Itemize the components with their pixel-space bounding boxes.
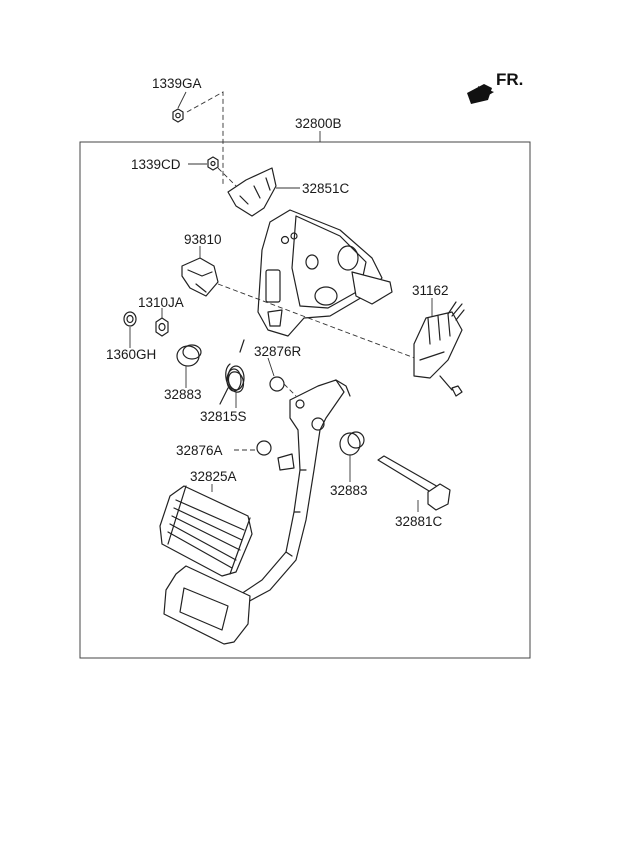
lower-pedal-plate-icon (163, 565, 251, 645)
label-1310ja: 1310JA (138, 295, 184, 310)
label-1339cd: 1339CD (131, 157, 181, 172)
pedal-pad-32825a-icon (159, 485, 253, 577)
bushing-32876a-icon (256, 440, 272, 456)
label-32883-right: 32883 (330, 483, 368, 498)
washer-1360gh-icon (123, 311, 137, 327)
bushing-32883-left-icon (176, 344, 202, 367)
return-spring-32815s-icon (219, 339, 245, 405)
label-32815s: 32815S (200, 409, 247, 424)
label-1339ga: 1339GA (152, 76, 202, 91)
dashed-line-32876r (283, 383, 297, 397)
leader-1339ga (177, 91, 187, 109)
label-32851c: 32851C (302, 181, 350, 196)
stop-lamp-switch-93810-icon (181, 257, 219, 297)
pedal-sensor-31162-icon (413, 301, 465, 397)
label-32881c: 32881C (395, 514, 443, 529)
pivot-bolt-32881c-icon (377, 455, 451, 511)
assembly-frame (79, 141, 531, 659)
label-32883-left: 32883 (164, 387, 202, 402)
nut-1339cd-icon (207, 156, 219, 171)
bushing-32876r-icon (269, 376, 285, 392)
label-32876r: 32876R (254, 344, 302, 359)
front-direction-arrow-icon (467, 84, 494, 104)
label-93810: 93810 (184, 232, 222, 247)
bracket-32851c-icon (227, 167, 277, 217)
bushing-32883-right-icon (339, 431, 365, 456)
leader-32876r (267, 357, 275, 377)
label-32800b: 32800B (295, 116, 342, 131)
pedal-bracket-body-icon (257, 209, 393, 337)
nut-1339ga-icon (172, 108, 184, 123)
label-32825a: 32825A (190, 469, 237, 484)
label-1360gh: 1360GH (106, 347, 156, 362)
nut-1310ja-icon (155, 317, 169, 337)
front-direction-label: FR. (496, 70, 523, 89)
pedal-arm-icon (237, 379, 351, 605)
label-32876a: 32876A (176, 443, 223, 458)
dashed-line-93810 (217, 283, 421, 361)
label-31162: 31162 (412, 283, 449, 298)
dashed-line-1339ga (186, 91, 224, 186)
